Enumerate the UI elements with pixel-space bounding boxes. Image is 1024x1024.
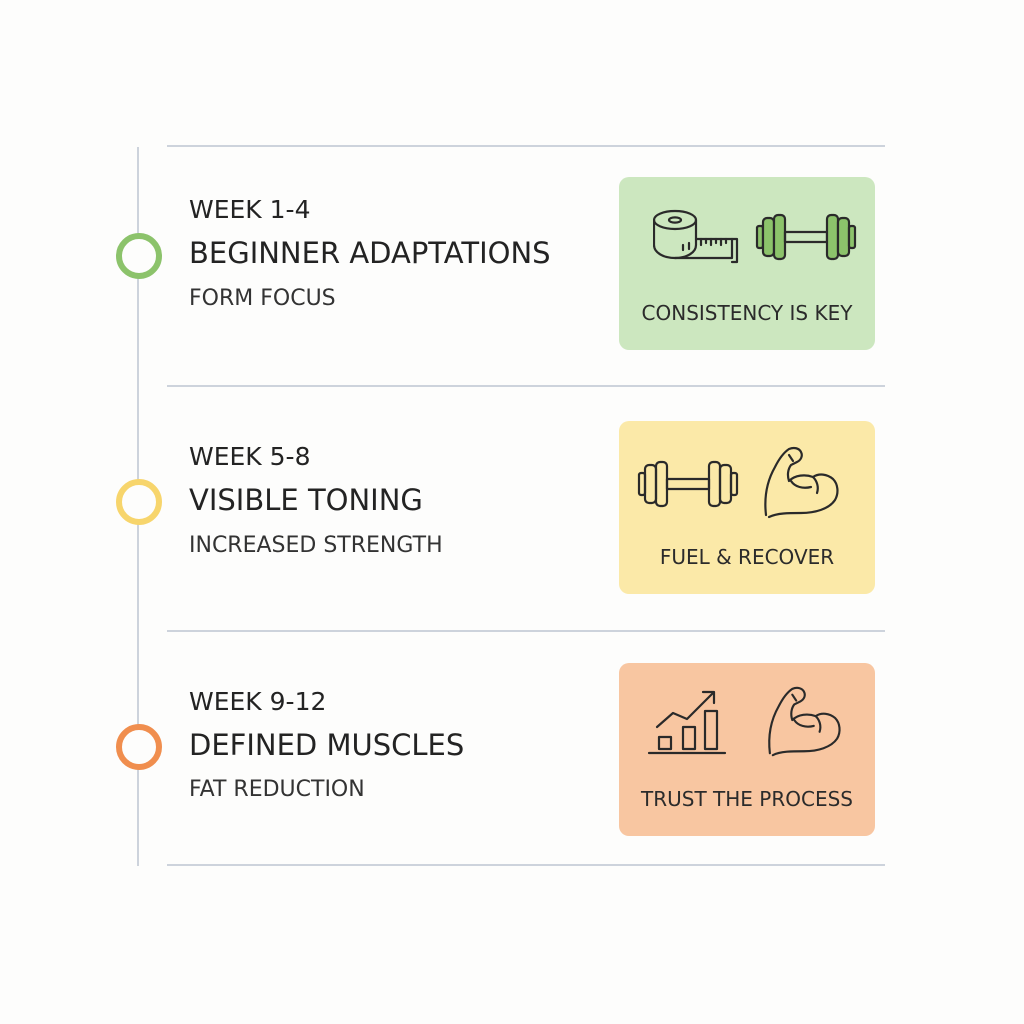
timeline-dot-3 (116, 724, 162, 770)
stage-1-card: CONSISTENCY IS KEY (619, 177, 875, 350)
dumbbell-icon (755, 212, 857, 262)
stage-3-week: WEEK 9-12 (189, 687, 327, 716)
timeline-dot-2 (116, 479, 162, 525)
stage-2-week: WEEK 5-8 (189, 442, 311, 471)
stage-2-subtitle: INCREASED STRENGTH (189, 533, 443, 558)
stage-3-card-label: TRUST THE PROCESS (641, 787, 853, 811)
stage-1-title: BEGINNER ADAPTATIONS (189, 236, 551, 270)
flexed-bicep-icon (765, 683, 843, 761)
growth-chart-icon (647, 687, 727, 757)
divider-bottom (167, 864, 885, 866)
divider-1 (167, 385, 885, 387)
divider-2 (167, 630, 885, 632)
stage-3-title: DEFINED MUSCLES (189, 728, 465, 762)
measuring-tape-icon (653, 207, 739, 265)
timeline-dot-1 (116, 233, 162, 279)
stage-3-subtitle: FAT REDUCTION (189, 777, 365, 802)
stage-2-card-label: FUEL & RECOVER (659, 545, 835, 569)
stage-3-card: TRUST THE PROCESS (619, 663, 875, 836)
stage-1-card-label: CONSISTENCY IS KEY (641, 301, 853, 325)
stage-2-title: VISIBLE TONING (189, 483, 423, 517)
stage-1-subtitle: FORM FOCUS (189, 286, 336, 311)
dumbbell-icon (637, 459, 739, 509)
flexed-bicep-icon (761, 443, 841, 523)
divider-top (167, 145, 885, 147)
stage-2-card: FUEL & RECOVER (619, 421, 875, 594)
stage-1-week: WEEK 1-4 (189, 195, 311, 224)
